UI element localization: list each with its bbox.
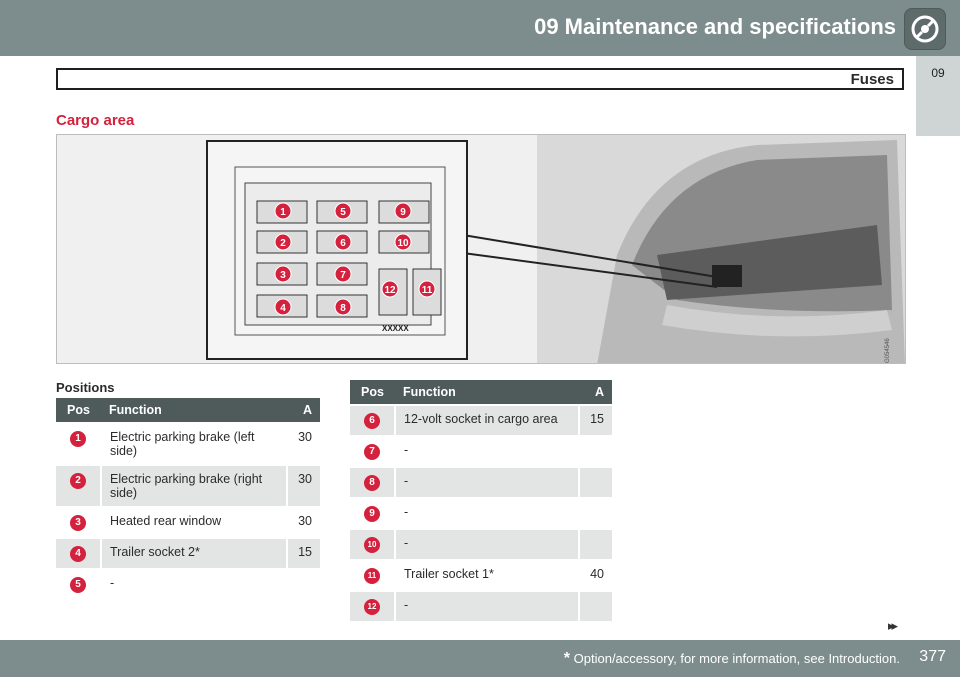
chapter-title: 09 Maintenance and specifications (534, 14, 896, 39)
pos-badge: 11 (364, 568, 380, 584)
box-code: XXXXX (382, 324, 409, 333)
pos-badge: 8 (364, 475, 380, 491)
fuse-label: 6 (340, 238, 346, 249)
function-cell: Trailer socket 2* (100, 537, 287, 569)
function-cell: Trailer socket 1* (394, 559, 579, 591)
amp-cell: 30 (286, 464, 320, 507)
chapter-tab-label: 09 (931, 66, 945, 80)
section-subtitle: Cargo area (56, 112, 135, 129)
amp-cell: 15 (286, 537, 320, 569)
page-number: 377 (919, 648, 946, 665)
table-row: 10 - (350, 528, 612, 560)
amp-cell (578, 528, 612, 560)
table-row: 7 - (350, 435, 612, 467)
chapter-header: 09 Maintenance and specifications (0, 0, 960, 56)
fuse-label: 12 (384, 285, 396, 296)
fuse-label: 10 (397, 238, 409, 249)
col-header-pos: Pos (56, 398, 101, 423)
col-header-function: Function (395, 380, 579, 405)
fuse-label: 8 (340, 303, 346, 314)
fuse-box-illustration: G054546 1 2 3 4 5 6 7 8 9 10 (56, 134, 906, 364)
pos-badge: 3 (70, 515, 86, 531)
pos-badge: 6 (364, 413, 380, 429)
pos-badge: 10 (364, 537, 380, 553)
fuse-label: 1 (280, 207, 286, 218)
pos-badge: 4 (70, 546, 86, 562)
col-header-function: Function (101, 398, 287, 423)
section-title: Fuses (850, 71, 894, 88)
image-code: G054546 (885, 338, 891, 363)
pos-badge: 7 (364, 444, 380, 460)
fuse-table-left: Pos Function A 1 Electric parking brake … (56, 398, 320, 599)
fuse-label: 11 (422, 285, 433, 296)
table-row: 8 - (350, 466, 612, 498)
fuse-label: 7 (340, 270, 346, 281)
pos-badge: 2 (70, 473, 86, 489)
fuse-label: 4 (280, 303, 286, 314)
col-header-amp: A (287, 398, 320, 423)
positions-heading: Positions (56, 380, 115, 395)
footnote-text: Option/accessory, for more information, … (573, 651, 900, 666)
table-row: 12 - (350, 590, 612, 621)
fuse-label: 2 (280, 238, 286, 249)
amp-cell: 15 (578, 404, 612, 436)
table-row: 11 Trailer socket 1* 40 (350, 559, 612, 591)
amp-cell: 40 (578, 559, 612, 591)
fuse-table-right: Pos Function A 6 12-volt socket in cargo… (350, 380, 612, 621)
amp-cell: 30 (286, 506, 320, 538)
col-header-pos: Pos (350, 380, 395, 405)
section-title-bar: Fuses (56, 68, 904, 90)
amp-cell (286, 568, 320, 599)
function-cell: - (394, 590, 579, 621)
table-row: 6 12-volt socket in cargo area 15 (350, 404, 612, 436)
table-row: 2 Electric parking brake (right side) 30 (56, 464, 320, 507)
pos-badge: 9 (364, 506, 380, 522)
function-cell: - (394, 528, 579, 560)
function-cell: 12-volt socket in cargo area (394, 404, 579, 436)
amp-cell (578, 590, 612, 621)
function-cell: - (394, 497, 579, 529)
amp-cell (578, 466, 612, 498)
chapter-tab[interactable]: 09 (916, 56, 960, 136)
function-cell: - (394, 466, 579, 498)
amp-cell (578, 435, 612, 467)
table-row: 4 Trailer socket 2* 15 (56, 537, 320, 569)
function-cell: - (394, 435, 579, 467)
table-row: 9 - (350, 497, 612, 529)
pos-badge: 5 (70, 577, 86, 593)
function-cell: - (100, 568, 287, 599)
amp-cell: 30 (286, 422, 320, 465)
pos-badge: 1 (70, 431, 86, 447)
table-row: 1 Electric parking brake (left side) 30 (56, 422, 320, 465)
fuse-label: 3 (280, 270, 286, 281)
function-cell: Heated rear window (100, 506, 287, 538)
next-page-arrows[interactable]: ▸▸ (888, 618, 898, 633)
asterisk: * (563, 650, 571, 667)
pos-badge: 12 (364, 599, 380, 615)
table-row: 5 - (56, 568, 320, 599)
table-row: 3 Heated rear window 30 (56, 506, 320, 538)
function-cell: Electric parking brake (left side) (100, 422, 287, 465)
wrench-icon (904, 8, 946, 50)
fuse-label: 5 (340, 207, 346, 218)
amp-cell (578, 497, 612, 529)
fuse-label: 9 (400, 207, 406, 218)
footnote: * Option/accessory, for more information… (564, 650, 900, 668)
function-cell: Electric parking brake (right side) (100, 464, 287, 507)
col-header-amp: A (579, 380, 612, 405)
page-footer: * Option/accessory, for more information… (0, 640, 960, 677)
